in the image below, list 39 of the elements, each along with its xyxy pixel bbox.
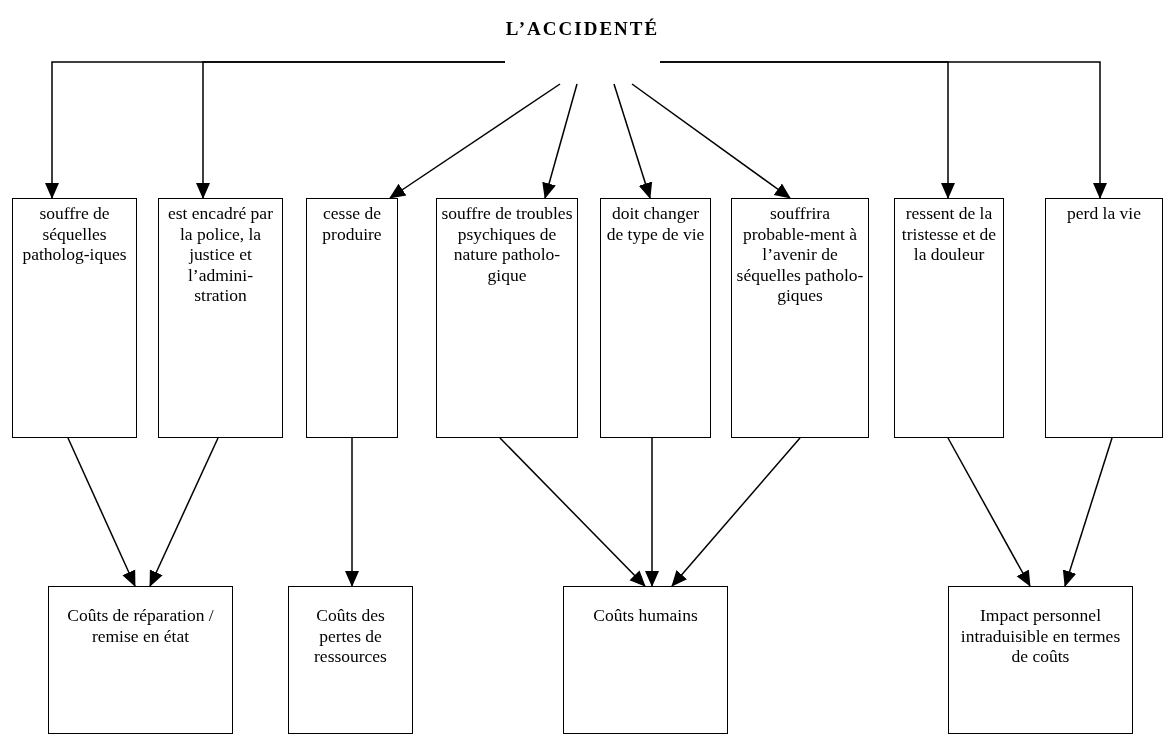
consequence-box: [1045, 198, 1163, 438]
box-text: Impact personnel intraduisible en termes de coûts: [959, 605, 1122, 667]
arrow: [613, 83, 653, 199]
arrow: [345, 437, 359, 587]
box-text: perd la vie: [1066, 203, 1142, 224]
arrow: [631, 83, 791, 199]
arrow: [542, 83, 578, 199]
box-text: cesse de produire: [321, 203, 383, 244]
consequence-box: [158, 198, 283, 438]
box-text: est encadré par la police, la justice et l’admini-stration: [167, 203, 274, 306]
box-text: ressent de la tristesse et de la douleur: [900, 203, 998, 265]
consequence-box: [894, 198, 1004, 438]
arrow: [499, 437, 646, 587]
arrow: [947, 437, 1031, 587]
arrow: [149, 437, 219, 587]
box-text: Coûts des pertes de ressources: [313, 605, 388, 667]
arrow: [671, 437, 801, 587]
consequence-box: [12, 198, 137, 438]
cost-box: [948, 586, 1133, 734]
consequence-box: [731, 198, 869, 438]
arrow: [196, 61, 506, 199]
title-text: L’ACCIDENTÉ: [505, 17, 660, 41]
consequence-box: [436, 198, 578, 438]
arrow: [645, 437, 659, 587]
cost-box: [563, 586, 728, 734]
arrow: [659, 61, 1107, 199]
consequence-box: [600, 198, 711, 438]
box-text: souffre de troubles psychiques de nature patholo-gique: [440, 203, 574, 285]
arrow: [1062, 437, 1113, 587]
arrow: [67, 437, 136, 587]
box-text: Coûts de réparation / remise en état: [66, 605, 215, 646]
arrow: [389, 83, 561, 199]
box-text: souffre de séquelles patholog-iques: [21, 203, 128, 265]
box-text: souffrira probable-ment à l’avenir de séquelles patholo-giques: [735, 203, 865, 306]
cost-box: [48, 586, 233, 734]
box-text: Coûts humains: [592, 605, 699, 626]
cost-box: [288, 586, 413, 734]
box-text: doit changer de type de vie: [605, 203, 706, 244]
consequence-box: [306, 198, 398, 438]
